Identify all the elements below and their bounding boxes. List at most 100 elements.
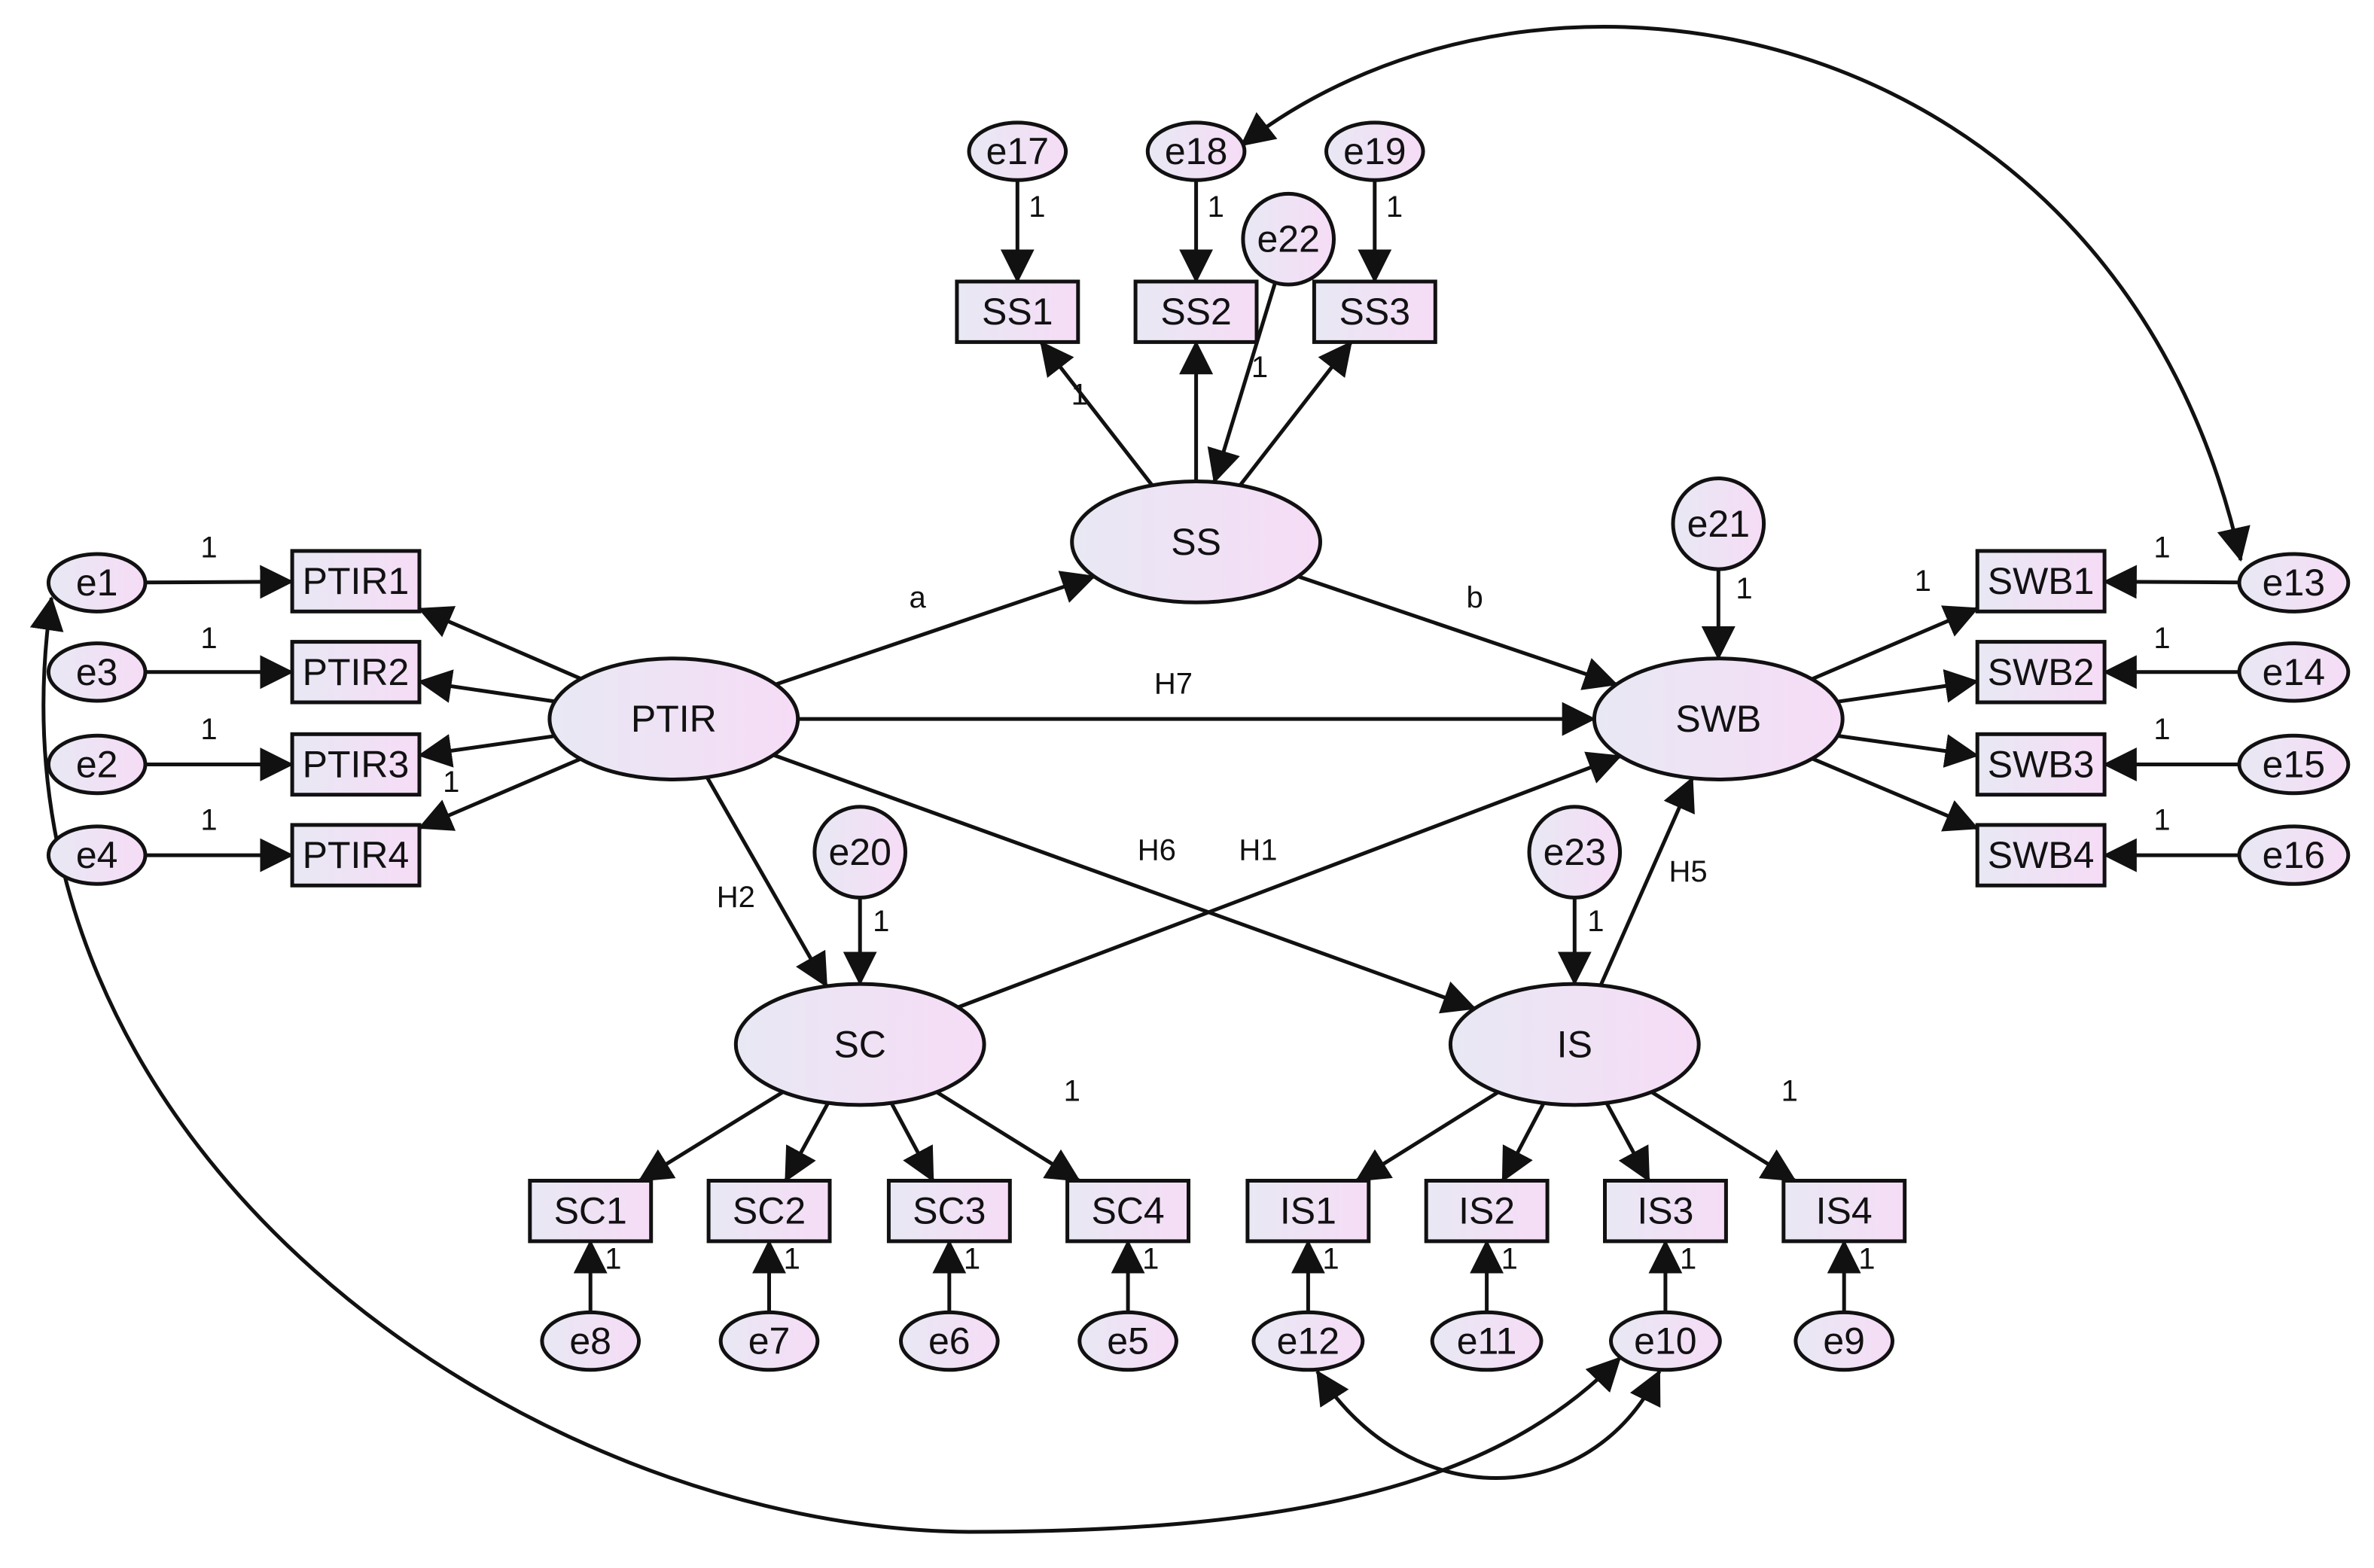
loading-ptir2 xyxy=(417,669,556,704)
path-label-b: b xyxy=(1466,581,1483,614)
error-text-e14: e14 xyxy=(2263,651,2325,693)
indicator-sc3 xyxy=(886,1179,1012,1244)
indicator-sc4 xyxy=(1065,1179,1190,1244)
error-label-e20: 1 xyxy=(873,905,889,938)
error-e6 xyxy=(899,1310,1000,1372)
loading-label-ss1: 1 xyxy=(1071,378,1088,411)
error-text-e4: e4 xyxy=(76,834,118,876)
loading-ptir1 xyxy=(417,606,582,680)
indicator-ptir4 xyxy=(290,823,422,888)
indicator-label-ptir4: PTIR4 xyxy=(303,834,410,876)
loading-is3 xyxy=(1605,1102,1651,1183)
error-text-e20: e20 xyxy=(828,831,891,873)
indicator-label-is4: IS4 xyxy=(1816,1190,1873,1232)
loading-sc1 xyxy=(638,1090,785,1183)
error-e14 xyxy=(2237,641,2351,703)
error-e22 xyxy=(1241,191,1336,287)
loading-sc3 xyxy=(889,1102,935,1183)
indicator-label-ptir3: PTIR3 xyxy=(303,744,410,786)
error-label-e3: 1 xyxy=(200,622,217,655)
error-text-e23: e23 xyxy=(1544,831,1606,873)
covariance-e18-e13 xyxy=(1240,25,2251,562)
error-label-e18: 1 xyxy=(1208,190,1224,224)
loading-swb2 xyxy=(1836,669,1979,704)
error-label-e21: 1 xyxy=(1736,572,1752,605)
error-text-e7: e7 xyxy=(748,1320,791,1362)
latent-ss xyxy=(1070,480,1322,604)
indicator-label-sc1: SC1 xyxy=(554,1190,627,1232)
structural-path-sc-swb xyxy=(957,751,1623,1009)
loading-sc2 xyxy=(784,1102,830,1183)
indicator-label-sc4: SC4 xyxy=(1091,1190,1164,1232)
error-e23 xyxy=(1527,805,1623,900)
loading-label-is4: 1 xyxy=(1781,1074,1798,1107)
indicator-label-swb3: SWB3 xyxy=(1988,744,2095,786)
error-text-e8: e8 xyxy=(569,1320,611,1362)
loading-label-swb1: 1 xyxy=(1915,565,1931,598)
error-text-e10: e10 xyxy=(1634,1320,1696,1362)
error-e16 xyxy=(2237,824,2351,886)
indicator-label-sc3: SC3 xyxy=(913,1190,986,1232)
indicator-label-is3: IS3 xyxy=(1637,1190,1693,1232)
indicator-label-swb2: SWB2 xyxy=(1988,651,2095,693)
indicator-is1 xyxy=(1245,1179,1371,1244)
error-e19 xyxy=(1324,120,1425,182)
error-path-e1 xyxy=(145,565,294,599)
indicator-label-swb4: SWB4 xyxy=(1988,834,2095,876)
loading-label-sc4: 1 xyxy=(1064,1074,1080,1107)
latent-ptir xyxy=(547,656,800,781)
error-label-e1: 1 xyxy=(200,531,217,564)
error-e5 xyxy=(1077,1310,1178,1372)
error-text-e9: e9 xyxy=(1823,1320,1865,1362)
indicator-label-is1: IS1 xyxy=(1280,1190,1336,1232)
indicator-swb1 xyxy=(1975,549,2107,613)
latent-label-ptir: PTIR xyxy=(631,698,717,740)
error-e9 xyxy=(1793,1310,1894,1372)
path-label-h7: H7 xyxy=(1154,667,1193,700)
error-e10 xyxy=(1609,1310,1722,1372)
indicator-swb4 xyxy=(1975,823,2107,888)
error-label-e7: 1 xyxy=(784,1243,800,1276)
path-label-h2: H2 xyxy=(717,881,755,914)
loading-ptir3 xyxy=(417,734,555,768)
error-e21 xyxy=(1671,476,1766,571)
indicator-label-is2: IS2 xyxy=(1458,1190,1515,1232)
error-label-e8: 1 xyxy=(605,1243,621,1276)
loading-label-ptir4: 1 xyxy=(443,766,459,799)
error-e11 xyxy=(1430,1310,1544,1372)
path-label-h6: H6 xyxy=(1138,834,1176,867)
loading-ss1 xyxy=(1039,340,1154,487)
indicator-label-ptir1: PTIR1 xyxy=(303,560,410,602)
loading-sc4 xyxy=(935,1090,1081,1183)
error-label-e22: 1 xyxy=(1251,351,1268,384)
error-text-e5: e5 xyxy=(1107,1320,1149,1362)
error-e17 xyxy=(967,120,1068,182)
error-text-e17: e17 xyxy=(986,130,1049,172)
error-text-e21: e21 xyxy=(1687,503,1750,545)
latent-is xyxy=(1448,982,1701,1107)
error-e4 xyxy=(46,824,148,886)
error-text-e12: e12 xyxy=(1277,1320,1339,1362)
latent-label-sc: SC xyxy=(833,1024,885,1066)
error-text-e6: e6 xyxy=(928,1320,971,1362)
covariance-e1-e10 xyxy=(29,596,1622,1534)
indicator-label-ss1: SS1 xyxy=(982,291,1053,333)
covariance-e12-e10 xyxy=(1315,1369,1662,1481)
latent-swb xyxy=(1592,656,1845,781)
error-label-e9: 1 xyxy=(1858,1243,1875,1276)
path-label-a: a xyxy=(909,581,926,614)
indicator-is3 xyxy=(1603,1179,1728,1244)
error-e13 xyxy=(2237,552,2351,613)
loading-swb1 xyxy=(1811,605,1979,681)
error-label-e11: 1 xyxy=(1501,1243,1518,1276)
indicator-label-ss2: SS2 xyxy=(1160,291,1232,333)
error-text-e18: e18 xyxy=(1165,130,1227,172)
error-label-e17: 1 xyxy=(1029,190,1045,224)
loading-swb3 xyxy=(1837,734,1979,768)
error-text-e11: e11 xyxy=(1457,1320,1517,1362)
loading-is4 xyxy=(1650,1090,1797,1183)
error-text-e16: e16 xyxy=(2263,834,2325,876)
error-label-e12: 1 xyxy=(1322,1243,1339,1276)
edges-layer xyxy=(29,25,2251,1534)
